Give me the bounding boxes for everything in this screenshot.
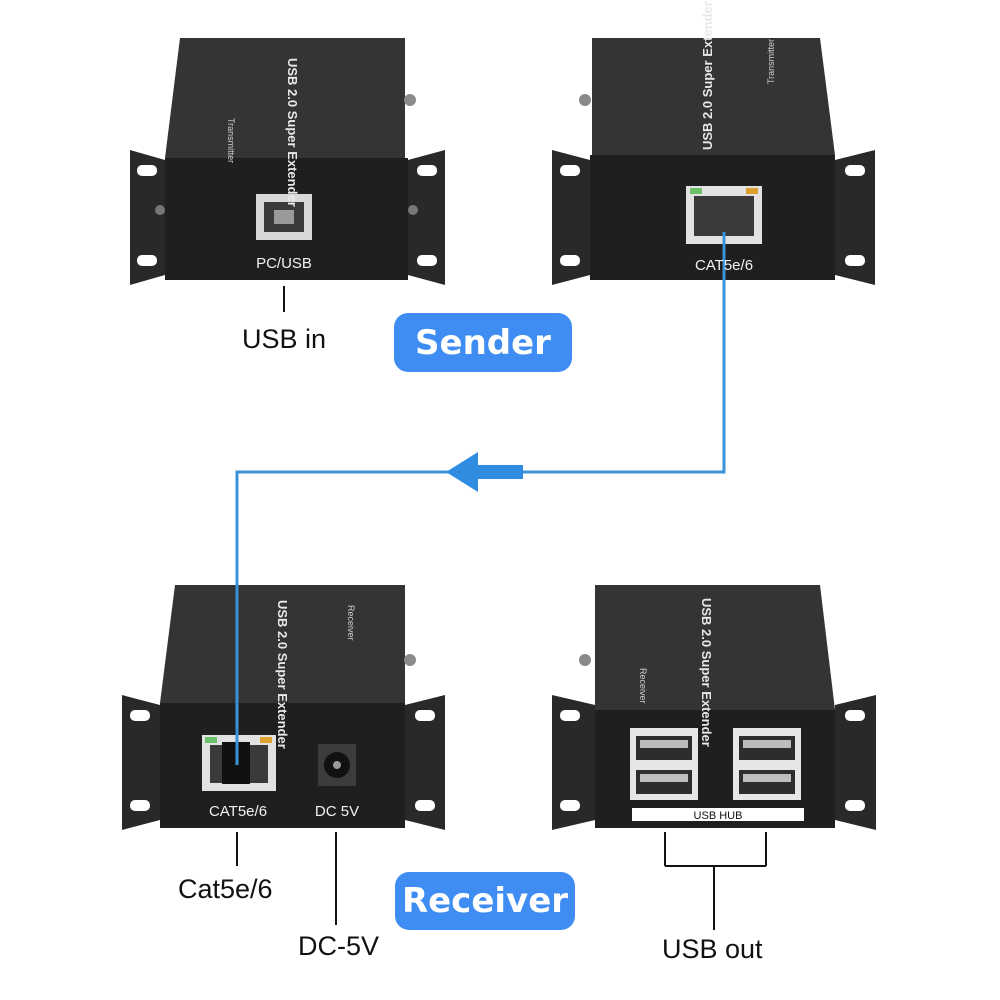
- module-top-sub: Transmitter: [226, 118, 236, 163]
- usb-a-ports: [630, 728, 801, 800]
- module-top-title: USB 2.0 Super Extender: [285, 58, 300, 207]
- receiver-rj45-module: [122, 585, 445, 830]
- port-label: CAT5e/6: [695, 257, 753, 274]
- receiver-badge: Receiver: [395, 872, 575, 930]
- port-label-dc: DC 5V: [315, 803, 359, 820]
- usb-out-label: USB out: [662, 934, 763, 964]
- module-top-sub: Transmitter: [766, 39, 776, 84]
- direction-arrow-icon: [446, 452, 523, 492]
- hub-label: USB HUB: [694, 810, 743, 822]
- sender-usb-module: [130, 38, 445, 285]
- module-top-title: USB 2.0 Super Extender: [275, 600, 290, 749]
- port-label: PC/USB: [256, 255, 312, 272]
- usb-in-label: USB in: [242, 324, 327, 354]
- module-top-title: USB 2.0 Super Extender: [700, 1, 715, 150]
- receiver-hub-module: [552, 585, 876, 830]
- module-top-title: USB 2.0 Super Extender: [699, 598, 714, 747]
- dc-label: DC-5V: [298, 931, 380, 961]
- sender-rj45-module: [552, 38, 875, 285]
- sender-badge: Sender: [394, 313, 572, 372]
- cat5-label: Cat5e/6: [178, 874, 273, 904]
- port-label-cat5: CAT5e/6: [209, 803, 267, 820]
- module-top-sub: Receiver: [638, 668, 648, 704]
- module-top-sub: Receiver: [346, 605, 356, 641]
- usb-out-bracket: [664, 832, 767, 930]
